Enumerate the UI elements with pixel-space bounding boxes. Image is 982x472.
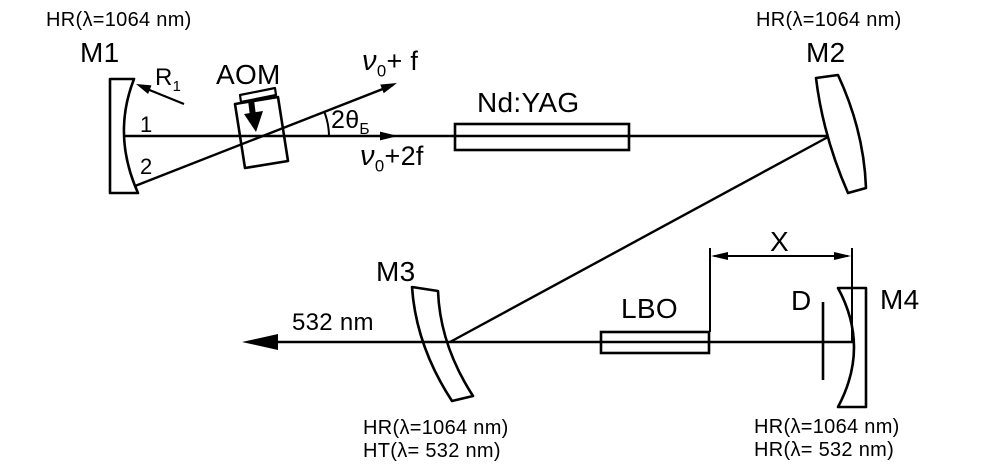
beam1-direction-arrowhead [380,131,398,141]
m1-radius-arrowhead [136,84,152,94]
output-beam-arrowhead [242,334,278,350]
aom-label: AOM [216,59,281,90]
x-arrowhead-left [711,252,728,260]
m3-coating1-label: HR(λ=1064 nm) [363,417,509,439]
m2-coating-label: HR(λ=1064 nm) [756,9,902,31]
m3-mirror [410,285,475,403]
diffracted-beam-2 [134,83,394,188]
distance-x-label: X [770,226,789,257]
m2-mirror [814,73,868,195]
m1-radius-label: R1 [155,64,182,95]
m1-coating-label: HR(λ=1064 nm) [46,9,192,31]
m1-radius-arrow-shaft [146,87,185,106]
diffracted-beam-arrowhead [380,83,397,94]
output-wavelength-label: 532 nm [292,309,374,336]
m3-coating2-label: HT(λ= 532 nm) [363,440,501,462]
x-arrowhead-right [834,252,851,260]
beam1-number-label: 1 [140,112,153,137]
gain-medium-label: Nd:YAG [477,87,580,118]
m2-label: M2 [806,37,846,68]
m4-coating2-label: HR(λ= 532 nm) [754,439,895,461]
bragg-angle-arc [323,110,330,137]
aom-box [233,95,290,170]
beam2-number-label: 2 [140,154,153,179]
diffracted-beam-label: ν0+ f [362,45,419,81]
m1-label: M1 [80,37,120,68]
m3-label: M3 [376,256,416,287]
m4-coating1-label: HR(λ=1064 nm) [754,416,900,438]
round-trip-beam-label: ν0+2f [360,140,424,176]
aperture-d-label: D [791,285,812,316]
aom-acoustic-arrow-head [244,111,263,132]
m4-label: M4 [880,284,920,315]
bragg-angle-label: 2θБ [331,106,370,138]
aom-transducer [238,86,278,104]
lbo-label: LBO [621,293,678,324]
fold-beam-m2-m3 [449,135,829,344]
m4-mirror [836,286,868,409]
